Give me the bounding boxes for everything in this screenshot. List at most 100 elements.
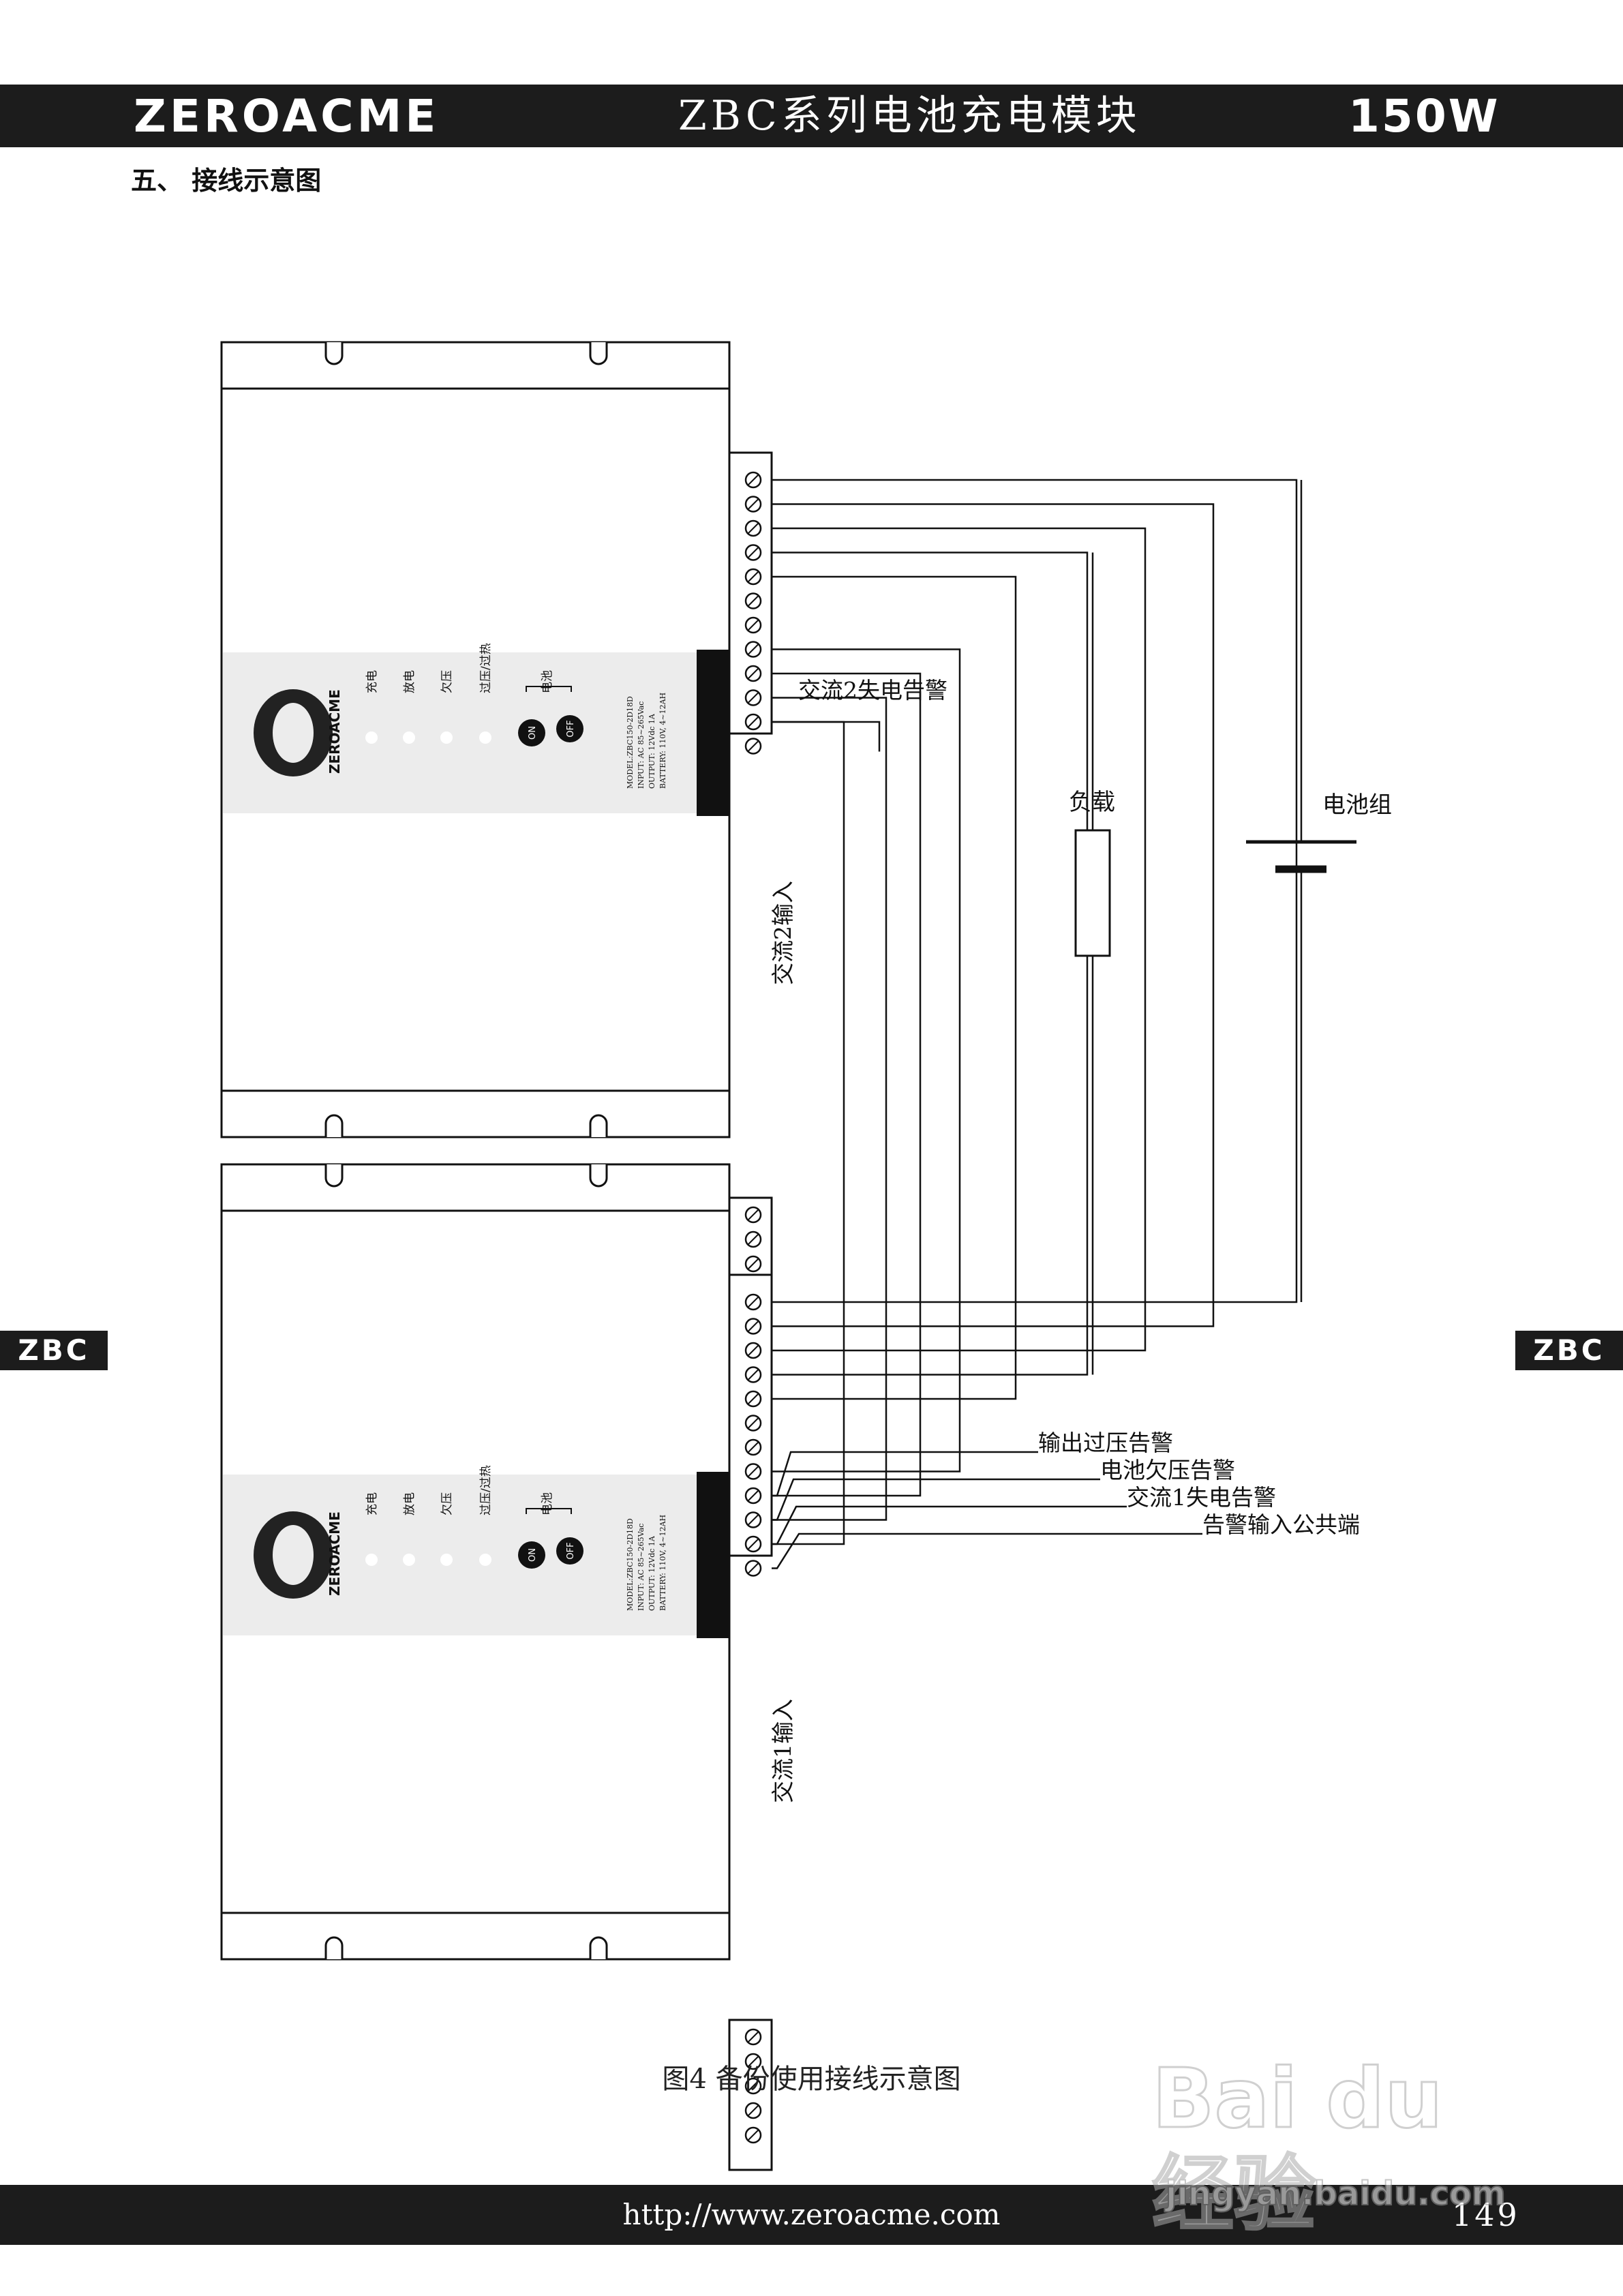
screw-slot: [748, 716, 759, 727]
mounting-notch: [589, 1164, 608, 1188]
switch-bracket: [526, 686, 572, 692]
screw-slot: [748, 2056, 759, 2067]
power-rating: 150W: [1348, 90, 1500, 142]
screw-slot: [748, 1209, 759, 1220]
panel-label-strip: [697, 650, 729, 816]
alarm-wire: [772, 672, 922, 1497]
mounting-notch: [589, 1114, 608, 1137]
ac2-fail-label: 交流2失电告警: [798, 677, 947, 704]
model-info-line: MODEL:ZBC150-2D18D: [626, 1518, 635, 1611]
model-info-line: OUTPUT: 12Vdc 1A: [648, 713, 656, 789]
indicator-label: 欠压: [440, 670, 454, 693]
screw-slot: [748, 1234, 759, 1245]
screw-slot: [748, 1539, 759, 1550]
header-bar: [0, 85, 1623, 147]
side-tab-right: ZBC: [1515, 1331, 1623, 1370]
off-label: OFF: [566, 1542, 576, 1559]
watermark-logo: Bai du 经验: [1151, 2051, 1444, 2244]
screw-slot: [748, 668, 759, 679]
indicator-label: 放电: [403, 1492, 416, 1515]
screw-slot: [748, 498, 759, 510]
on-label: ON: [528, 1548, 538, 1562]
on-button[interactable]: [518, 719, 545, 746]
screw-slot: [748, 1417, 759, 1429]
mounting-notch: [324, 1164, 344, 1188]
screw-slot: [748, 547, 759, 558]
bus-wire: [772, 527, 1147, 1352]
model-info-line: MODEL:ZBC150-2D18D: [626, 696, 635, 789]
on-button[interactable]: [518, 1541, 545, 1569]
screw-slot: [748, 595, 759, 607]
load-resistor: [1074, 829, 1111, 957]
screw-slot: [748, 644, 759, 655]
overvolt-alarm-label: 输出过压告警: [1038, 1430, 1173, 1456]
indicator-label: 过压/过热: [479, 643, 493, 693]
screw-slot: [748, 1442, 759, 1453]
screw-slot: [748, 692, 759, 704]
document-title: ZBC系列电池充电模块: [678, 92, 1141, 140]
screw-slot: [748, 1466, 759, 1477]
switch-bracket: [526, 1508, 572, 1514]
screw-slot: [748, 2130, 759, 2141]
screw-slot: [748, 1297, 759, 1308]
screw-slot: [748, 2031, 759, 2042]
footer-url[interactable]: http://www.zeroacme.com: [622, 2198, 1001, 2231]
indicator-label: 充电: [365, 1492, 379, 1515]
page-number: 149: [1452, 2196, 1520, 2233]
alarm-output-wire: [772, 1478, 1100, 1521]
mounting-notch: [324, 1936, 344, 1959]
off-button[interactable]: [556, 1537, 583, 1565]
figure-caption: 图4 备份使用接线示意图: [662, 2064, 961, 2095]
indicator-led: [403, 731, 415, 744]
indicator-led: [440, 731, 453, 744]
side-tab-left: ZBC: [0, 1331, 108, 1370]
screw-slot: [748, 2081, 759, 2091]
mounting-notch: [324, 342, 344, 365]
watermark-url: jingyan.baidu.com: [1165, 2174, 1506, 2214]
alarm-wire: [772, 648, 961, 1472]
model-info-line: BATTERY: 110V, 4~12AH: [658, 693, 667, 789]
screw-slot: [748, 474, 759, 485]
screw-slot: [748, 1345, 759, 1356]
load-label: 负载: [1069, 789, 1115, 816]
indicator-led: [365, 1554, 378, 1566]
ac2-fail-wire: [772, 721, 881, 752]
indicator-label: 过压/过热: [479, 1465, 493, 1515]
indicator-led: [479, 731, 491, 744]
logo-text: ZEROACME: [327, 1511, 343, 1596]
ac1-input-label: 交流1输入: [770, 1699, 796, 1803]
indicator-label: 欠压: [440, 1492, 454, 1515]
off-label: OFF: [566, 720, 576, 737]
mounting-notch: [589, 342, 608, 365]
battery-group-label: 电池组: [1322, 791, 1392, 819]
alarm-output-wire: [772, 1532, 1202, 1569]
bus-wire: [772, 503, 1215, 1327]
bus-wire: [772, 479, 1298, 1303]
alarm-wire: [772, 721, 845, 1545]
screw-slot: [748, 2105, 759, 2116]
battery-switch-label: 电池: [541, 670, 554, 693]
bus-wire: [772, 575, 1017, 1400]
logo-inner: [273, 1525, 314, 1585]
model-info-line: INPUT: AC 85~265Vac: [637, 1524, 646, 1611]
ac2-input-label: 交流2输入: [770, 881, 796, 985]
battery-switch-label: 电池: [541, 1492, 554, 1515]
model-info-line: BATTERY: 110V, 4~12AH: [658, 1515, 667, 1611]
screw-slot: [748, 523, 759, 534]
mounting-notch: [324, 1114, 344, 1137]
alarm-output-wire: [772, 1505, 1127, 1545]
indicator-label: 放电: [403, 670, 416, 693]
screw-slot: [748, 1490, 759, 1501]
screw-slot: [748, 1369, 759, 1380]
ac1-fail-label: 交流1失电告警: [1127, 1484, 1276, 1511]
brand-name: ZEROACME: [134, 90, 440, 142]
bus-wire: [772, 552, 1089, 1376]
ac-input-terminal-block: [728, 2019, 773, 2171]
screw-slot: [748, 1320, 759, 1332]
off-button[interactable]: [556, 715, 583, 742]
model-info-line: INPUT: AC 85~265Vac: [637, 701, 646, 789]
alarm-common-label: 告警输入公共端: [1202, 1511, 1360, 1538]
indicator-led: [365, 731, 378, 744]
alarm-wire: [772, 697, 888, 1521]
